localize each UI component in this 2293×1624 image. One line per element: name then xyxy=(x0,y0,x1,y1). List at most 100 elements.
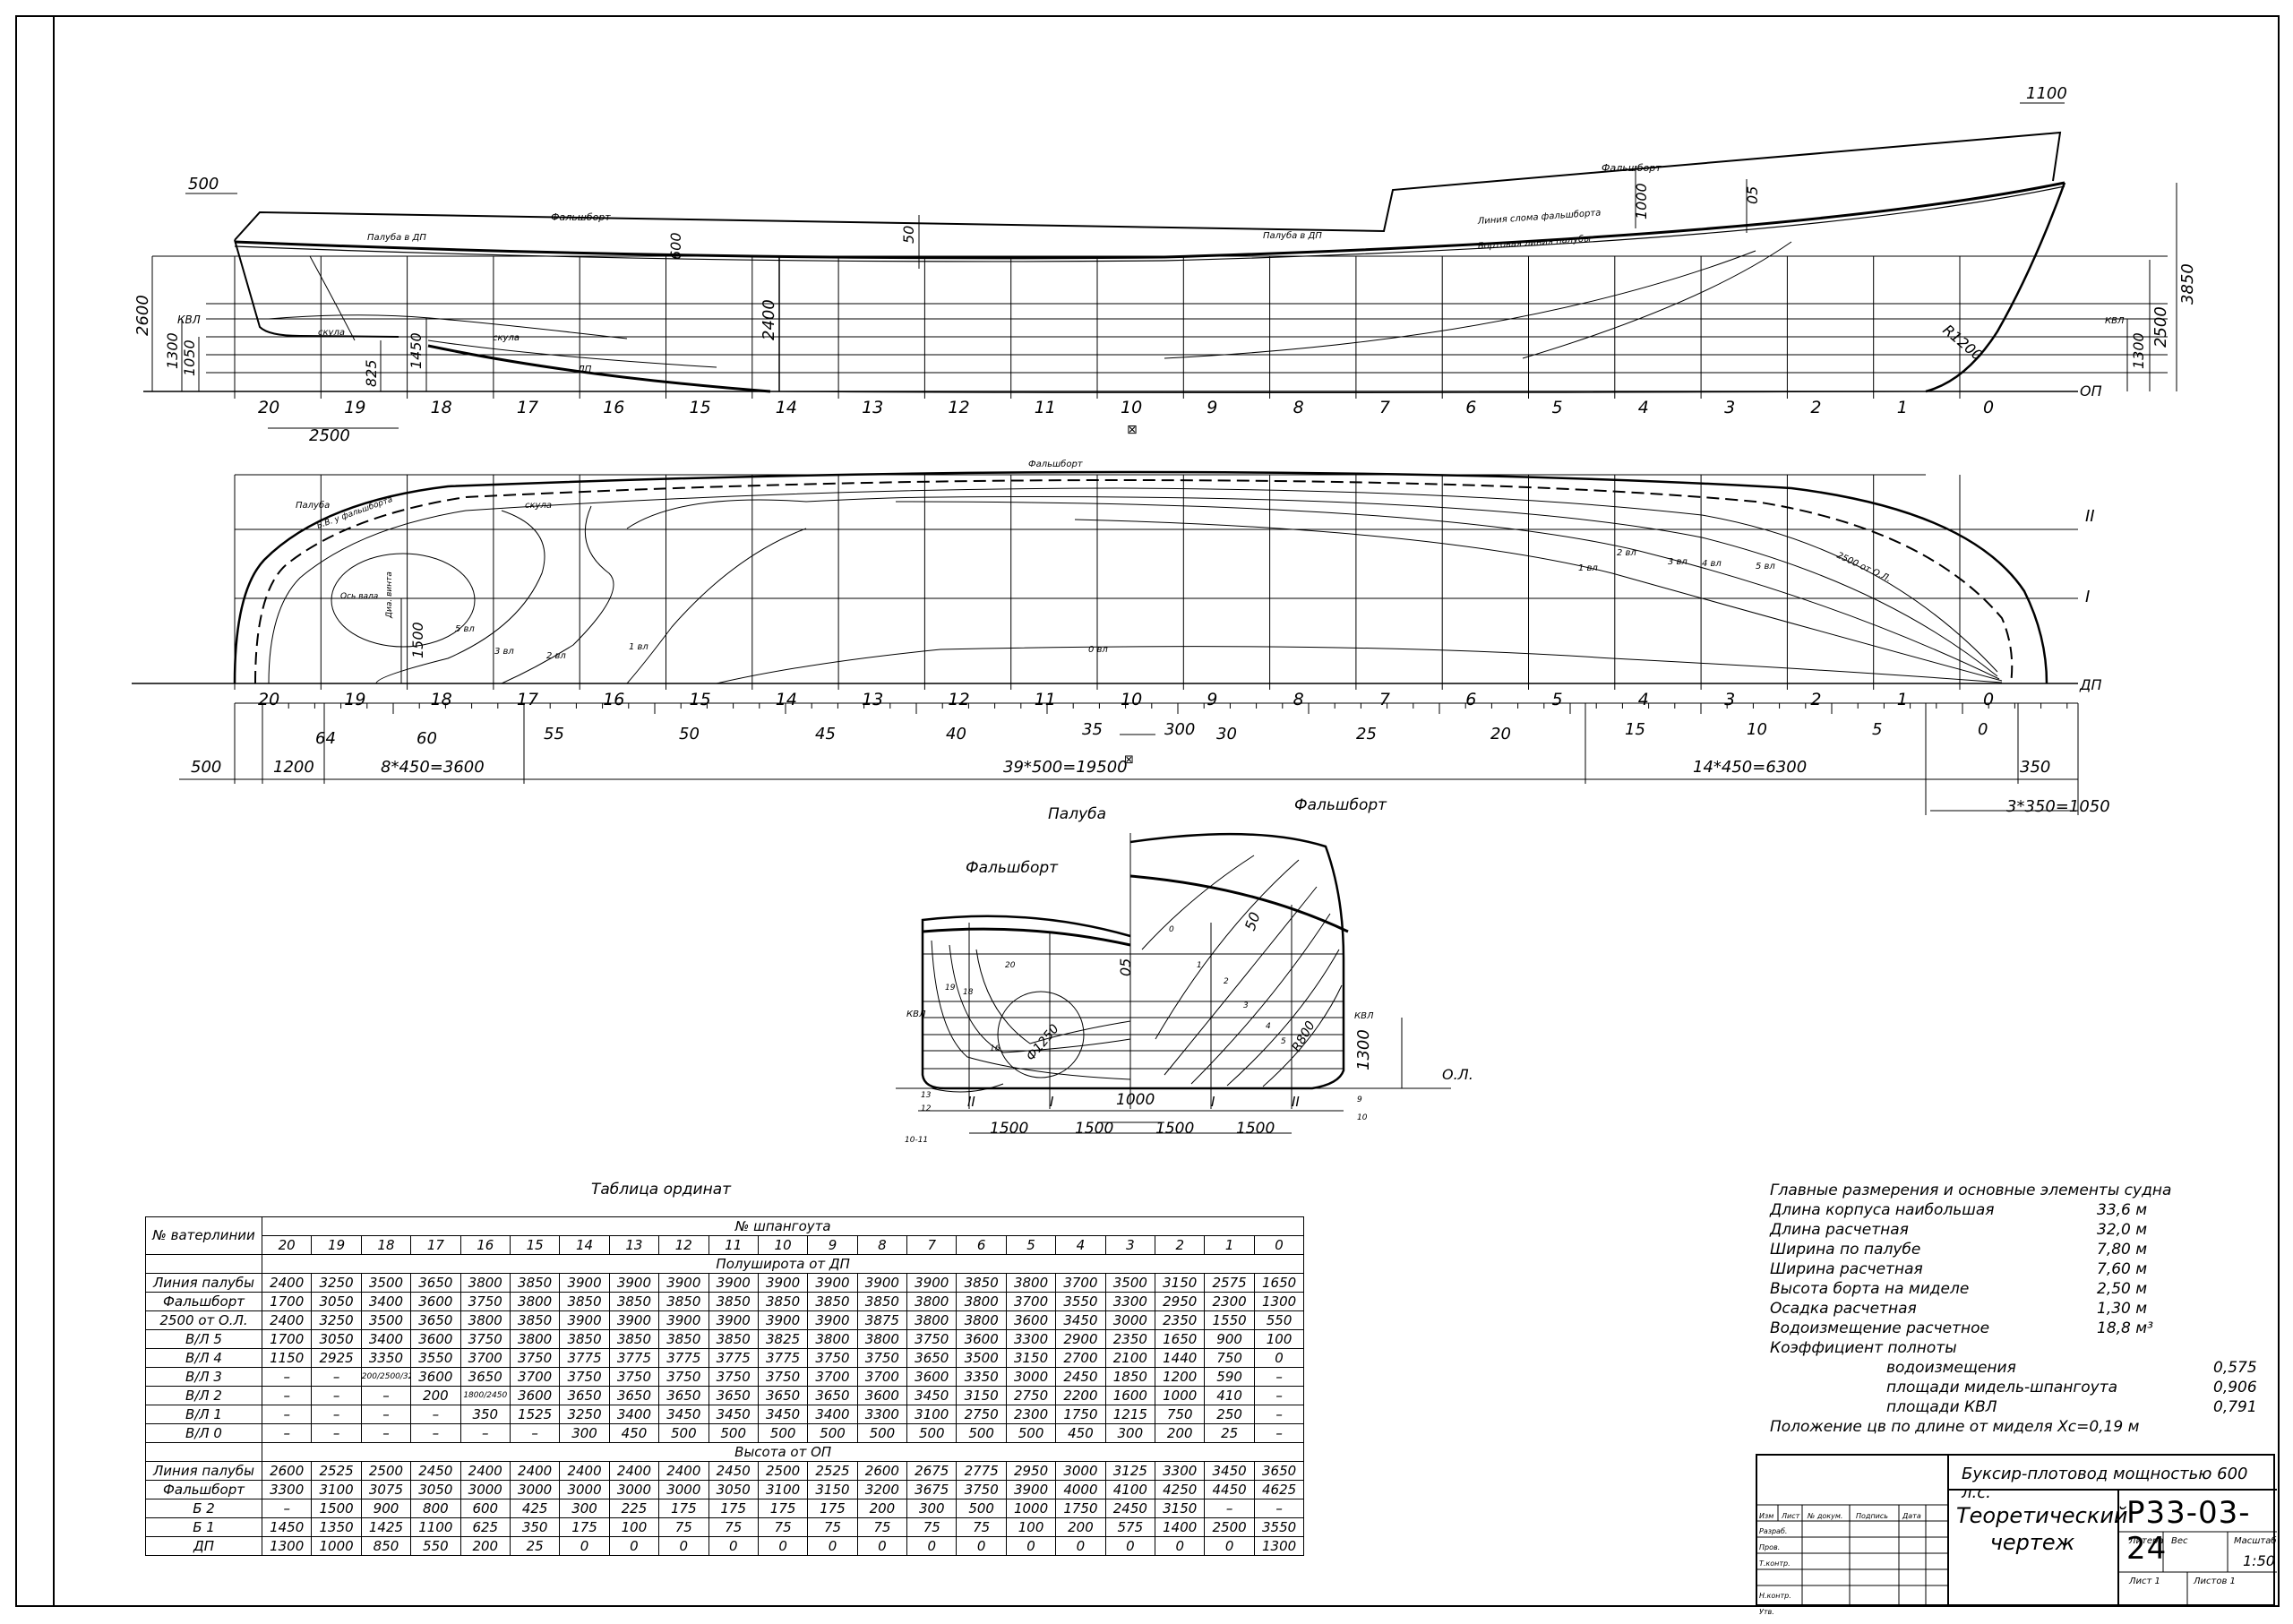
body-station-4: 4 xyxy=(1266,1022,1271,1031)
body-aft-st19 xyxy=(931,940,1131,1080)
table-corner: № ватерлинии xyxy=(145,1216,262,1255)
body-label-falshbort-right: Фальшборт xyxy=(1294,796,1387,814)
plan-label-2500: 2500 от О.Л. xyxy=(1835,551,1893,585)
table-cell: 3800 xyxy=(856,1329,908,1349)
plan-dim-500: 500 xyxy=(191,758,221,777)
table-cell: 500 xyxy=(906,1423,958,1443)
profile-station-number: 17 xyxy=(517,398,538,417)
spec-label: Длина корпуса наибольшая xyxy=(1770,1201,1995,1219)
drawing-title: Теоретический чертеж xyxy=(1956,1503,2128,1555)
table-cell: 1700 xyxy=(261,1292,313,1311)
table-frame-number: 4 xyxy=(1055,1235,1106,1255)
dim-500: 500 xyxy=(188,175,219,193)
table-cell: 1750 xyxy=(1055,1405,1106,1424)
table-cell: 3750 xyxy=(807,1348,858,1368)
table-frame-number: 6 xyxy=(956,1235,1007,1255)
table-cell: 2500 xyxy=(1204,1517,1255,1537)
body-label-falshbort-left: Фальшборт xyxy=(966,859,1059,877)
body-fore-st2 xyxy=(1164,886,1318,1076)
spec-label: Водоизмещение расчетное xyxy=(1770,1319,1990,1337)
dim-2500-right: 2500 xyxy=(2151,306,2170,348)
table-cell: 1800/2450 xyxy=(459,1386,511,1405)
table-section-halfbreadth: Полуширота от ДП xyxy=(261,1254,1305,1274)
table-frame-number: 20 xyxy=(261,1235,313,1255)
profile-view xyxy=(143,102,2177,429)
body-dim-1500-c: 1500 xyxy=(1155,1120,1194,1138)
table-cell: – xyxy=(1253,1367,1305,1387)
table-cell: 3550 xyxy=(410,1348,461,1368)
body-label-II-right: II xyxy=(1292,1094,1300,1110)
plan-station-number: 3 xyxy=(1724,690,1735,709)
table-cell: 3850 xyxy=(608,1329,660,1349)
ordinates-title: Таблица ординат xyxy=(591,1181,732,1199)
plan-view xyxy=(132,470,2079,815)
table-cell: 3250 xyxy=(559,1405,610,1424)
table-cell: 2925 xyxy=(311,1348,362,1368)
table-cell: 3250 xyxy=(311,1310,362,1330)
body-waterlines xyxy=(896,905,1451,1112)
table-cell: – xyxy=(1253,1499,1305,1518)
table-cell: 2600 xyxy=(856,1461,908,1481)
table-cell: 3000 xyxy=(459,1480,511,1499)
body-fore-st5 xyxy=(1262,984,1343,1087)
title-block-role: Т.контр. xyxy=(1759,1560,1791,1568)
body-fore-st3 xyxy=(1190,913,1331,1085)
table-row-label: Б 2 xyxy=(145,1499,262,1518)
table-cell: – xyxy=(1204,1499,1255,1518)
spacing-55: 55 xyxy=(544,725,564,743)
table-cell: 2500 xyxy=(757,1461,809,1481)
body-aft-outline xyxy=(921,915,1131,1090)
table-cell: 2600 xyxy=(261,1461,313,1481)
table-cell: 100 xyxy=(608,1517,660,1537)
table-cell: 1150 xyxy=(261,1348,313,1368)
spacing-0: 0 xyxy=(1978,720,1988,739)
table-cell: 3850 xyxy=(658,1329,709,1349)
body-texts: Палуба Фальшборт Фальшборт 05 50 1300 О.… xyxy=(905,796,1473,1145)
table-cell: 3850 xyxy=(856,1292,908,1311)
body-plan xyxy=(896,832,1451,1134)
plan-label-wl0: 0 вл xyxy=(1088,645,1108,655)
plan-texts: Фальшборт Палуба Б.В. у фальшборта скула… xyxy=(191,459,2110,816)
table-cell: 75 xyxy=(956,1517,1007,1537)
table-cell: 0 xyxy=(856,1536,908,1556)
table-cell: – xyxy=(311,1423,362,1443)
table-cell: 300 xyxy=(1104,1423,1156,1443)
title-block-column-header: № докум. xyxy=(1808,1512,1843,1520)
table-cell: – xyxy=(311,1405,362,1424)
plan-label-wl3b: 3 вл xyxy=(1668,557,1688,567)
table-cell: 2400 xyxy=(658,1461,709,1481)
scale-value: 1:50 xyxy=(2243,1552,2275,1569)
table-cell: 3900 xyxy=(658,1273,709,1293)
spacing-20: 20 xyxy=(1490,725,1511,743)
table-cell: 3900 xyxy=(1005,1480,1057,1499)
table-cell: 3900 xyxy=(757,1310,809,1330)
scale-label: Масштаб xyxy=(2234,1536,2277,1546)
table-cell: 3000 xyxy=(608,1480,660,1499)
title-block-lines xyxy=(1756,1454,2277,1606)
body-aft-st18 xyxy=(949,944,1131,1053)
sheet-label: Лист 1 xyxy=(2129,1577,2160,1586)
table-cell: 3650 xyxy=(807,1386,858,1405)
plan-wl3-fore xyxy=(626,496,1998,677)
plan-wl5 xyxy=(268,487,1998,684)
plan-station-number: 9 xyxy=(1207,690,1217,709)
table-cell: 75 xyxy=(658,1517,709,1537)
table-cell: 3600 xyxy=(856,1386,908,1405)
table-cell: 1700 xyxy=(261,1329,313,1349)
table-cell: 3500 xyxy=(360,1310,412,1330)
table-cell: 590 xyxy=(1204,1367,1255,1387)
spacing-300: 300 xyxy=(1164,720,1195,739)
table-cell: 3600 xyxy=(410,1329,461,1349)
table-cell: – xyxy=(509,1423,561,1443)
table-section-heights: Высота от ОП xyxy=(261,1442,1305,1462)
table-cell: 3800 xyxy=(956,1292,1007,1311)
table-cell: 500 xyxy=(757,1423,809,1443)
dim-600: 600 xyxy=(667,232,684,260)
table-cell: 3775 xyxy=(757,1348,809,1368)
table-cell: 300 xyxy=(906,1499,958,1518)
spec-value: 32,0 м xyxy=(2097,1221,2148,1239)
profile-keel-line xyxy=(769,391,1927,393)
